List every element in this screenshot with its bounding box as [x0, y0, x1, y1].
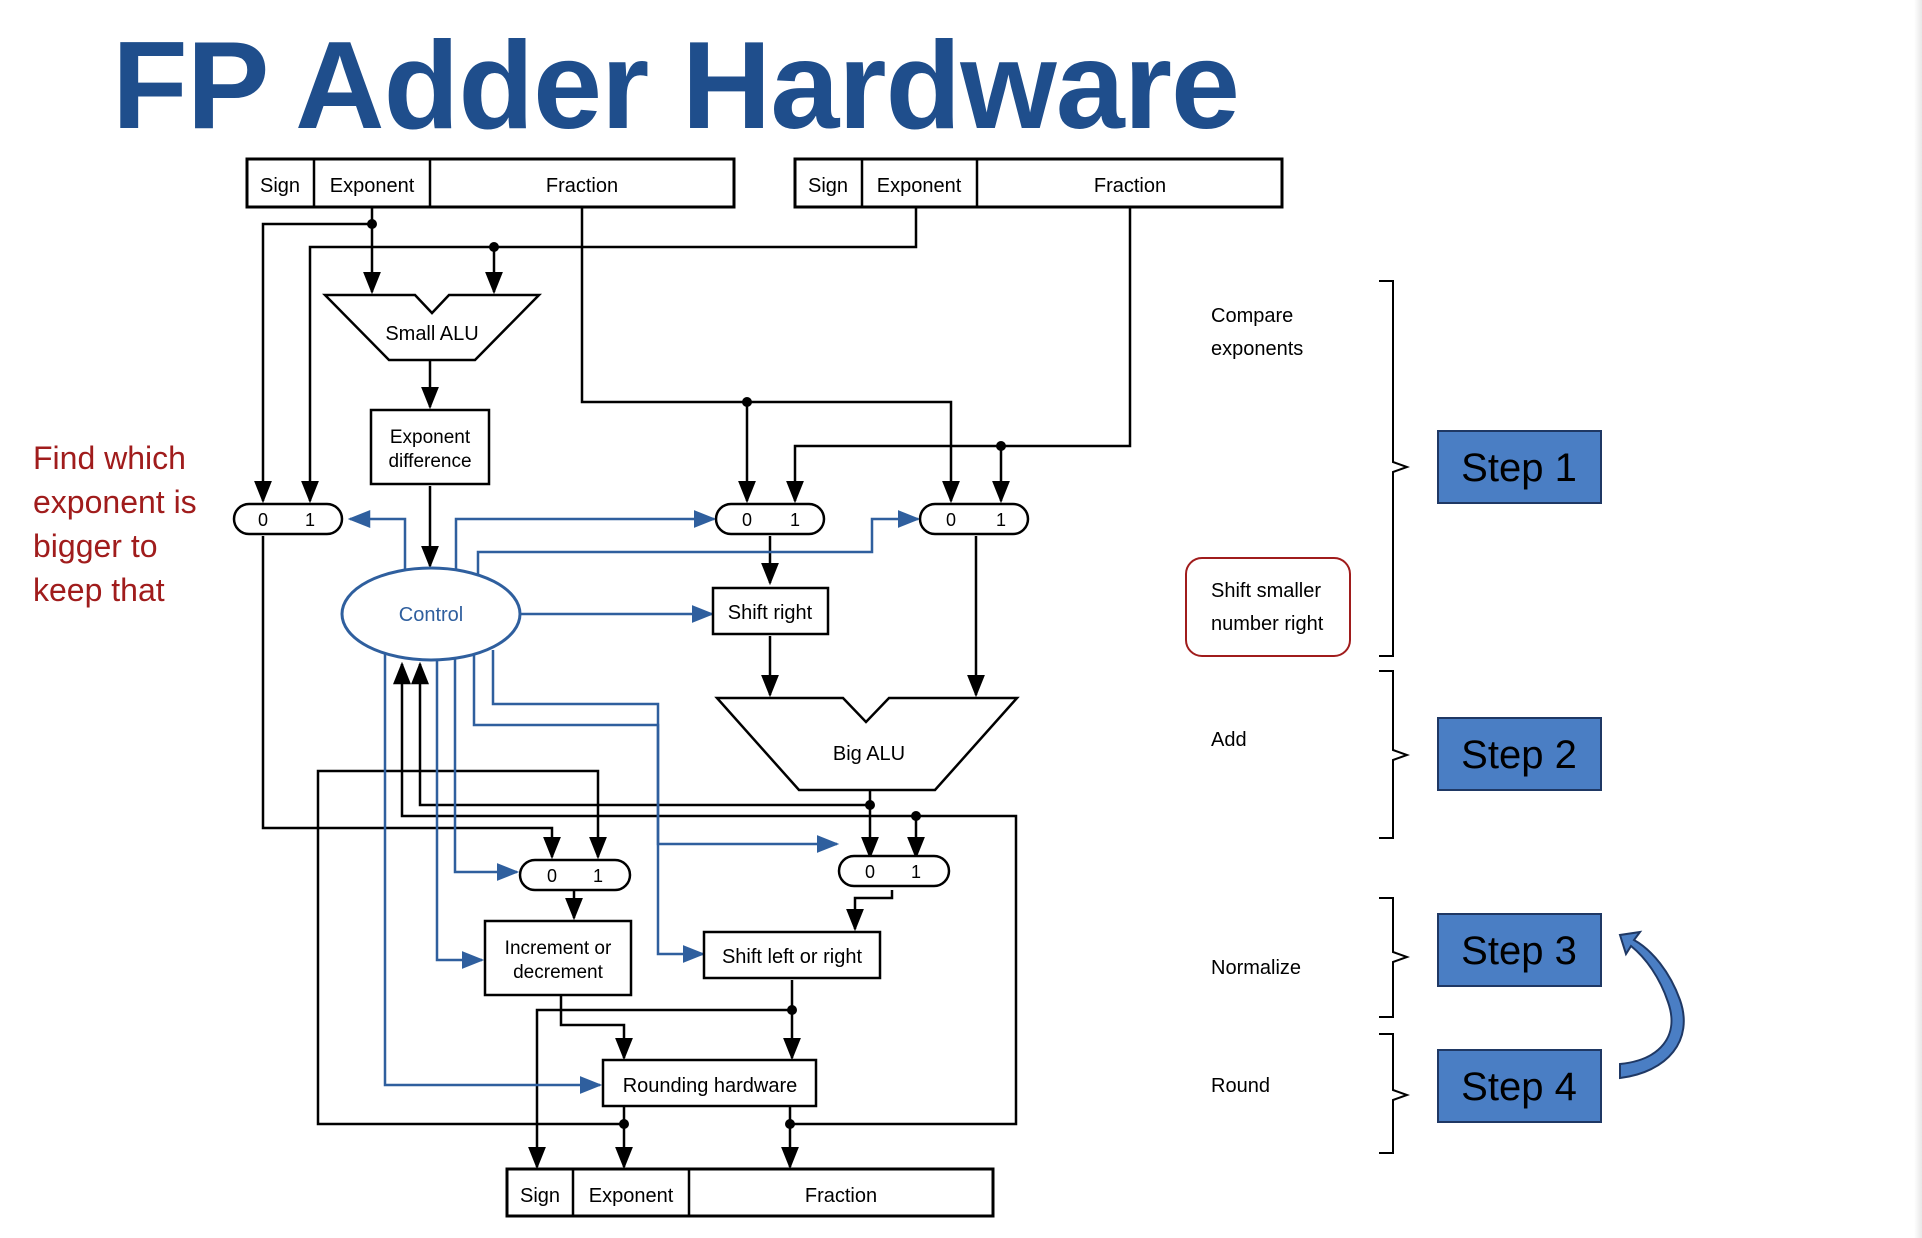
- step-1-label: Step 1: [1461, 446, 1577, 490]
- side-note-line: exponent is: [33, 484, 197, 520]
- exponent-field-label: Exponent: [589, 1185, 674, 1207]
- stage-label-shift: Shift smaller: [1211, 580, 1321, 602]
- fraction-field-label: Fraction: [546, 175, 618, 197]
- stage-labels: Compare exponents Shift smaller number r…: [1185, 305, 1351, 1097]
- mux-input-1: 1: [911, 862, 921, 882]
- shift-stage-highlight: [1185, 557, 1351, 657]
- mux-exponent-normalize: 0 1: [518, 858, 632, 892]
- mux-input-0: 0: [742, 510, 752, 530]
- small-alu-label: Small ALU: [385, 323, 478, 345]
- mux-exponent-select: 0 1: [232, 502, 344, 536]
- stage-braces: [1379, 280, 1410, 1154]
- mux-fraction-shift-select: 0 1: [714, 502, 826, 536]
- datapath-wires: [254, 208, 1132, 1170]
- big-alu: Big ALU: [714, 696, 1020, 792]
- fraction-field-label: Fraction: [805, 1185, 877, 1207]
- increment-decrement-label: Increment or: [505, 938, 612, 959]
- mux-input-1: 1: [790, 510, 800, 530]
- control-label: Control: [399, 604, 463, 626]
- shift-right-label: Shift right: [728, 602, 813, 624]
- exponent-difference-label: Exponent: [390, 427, 471, 448]
- stage-label-add: Add: [1211, 729, 1247, 751]
- exponent-difference-label: difference: [388, 451, 471, 472]
- stage-label-compare: Compare: [1211, 305, 1293, 327]
- control-unit: Control: [340, 566, 522, 662]
- mux-input-0: 0: [946, 510, 956, 530]
- increment-decrement-label: decrement: [513, 962, 603, 983]
- control-wires: [347, 510, 921, 1094]
- sign-field-label: Sign: [260, 175, 300, 197]
- mux-input-1: 1: [996, 510, 1006, 530]
- stage-label-round: Round: [1211, 1075, 1270, 1097]
- step-3-label: Step 3: [1461, 929, 1577, 973]
- rounding-hardware-box: Rounding hardware: [601, 1058, 818, 1108]
- step-4-box: Step 4: [1437, 1049, 1602, 1123]
- step-2-box: Step 2: [1437, 717, 1602, 791]
- mux-input-0: 0: [547, 866, 557, 886]
- stage-label-compare: exponents: [1211, 338, 1303, 360]
- slide-title: FP Adder Hardware: [112, 17, 1240, 155]
- step-4-label: Step 4: [1461, 1065, 1577, 1109]
- step-3-box: Step 3: [1437, 913, 1602, 987]
- mux-input-1: 1: [593, 866, 603, 886]
- input-register-b: Sign Exponent Fraction: [793, 157, 1284, 209]
- sign-field-label: Sign: [520, 1185, 560, 1207]
- side-note: Find which exponent is bigger to keep th…: [33, 440, 197, 608]
- shift-right-box: Shift right: [711, 586, 830, 636]
- mux-input-0: 0: [258, 510, 268, 530]
- mux-fraction-normalize: 0 1: [837, 854, 951, 888]
- slide-edge: [1914, 0, 1922, 1238]
- output-register: Sign Exponent Fraction: [505, 1167, 995, 1218]
- fraction-field-label: Fraction: [1094, 175, 1166, 197]
- shift-left-right-label: Shift left or right: [722, 946, 863, 968]
- input-register-a: Sign Exponent Fraction: [245, 157, 736, 209]
- small-alu: Small ALU: [322, 293, 542, 362]
- side-note-line: keep that: [33, 572, 165, 608]
- exponent-field-label: Exponent: [877, 175, 962, 197]
- mux-input-1: 1: [305, 510, 315, 530]
- mux-input-0: 0: [865, 862, 875, 882]
- stage-label-shift: number right: [1211, 613, 1324, 635]
- stage-label-normalize: Normalize: [1211, 957, 1301, 979]
- step-2-label: Step 2: [1461, 733, 1577, 777]
- side-note-line: bigger to: [33, 528, 158, 564]
- mux-fraction-pass-select: 0 1: [918, 502, 1030, 536]
- wire-junctions: [367, 219, 1006, 1129]
- loop-back-arrow: [1618, 930, 1685, 1080]
- rounding-hardware-label: Rounding hardware: [623, 1075, 798, 1097]
- exponent-difference-box: Exponent difference: [369, 408, 491, 486]
- big-alu-label: Big ALU: [833, 743, 905, 765]
- shift-left-right-box: Shift left or right: [702, 930, 882, 980]
- side-note-line: Find which: [33, 440, 186, 476]
- step-1-box: Step 1: [1437, 430, 1602, 504]
- exponent-field-label: Exponent: [330, 175, 415, 197]
- increment-decrement-box: Increment or decrement: [483, 919, 633, 997]
- sign-field-label: Sign: [808, 175, 848, 197]
